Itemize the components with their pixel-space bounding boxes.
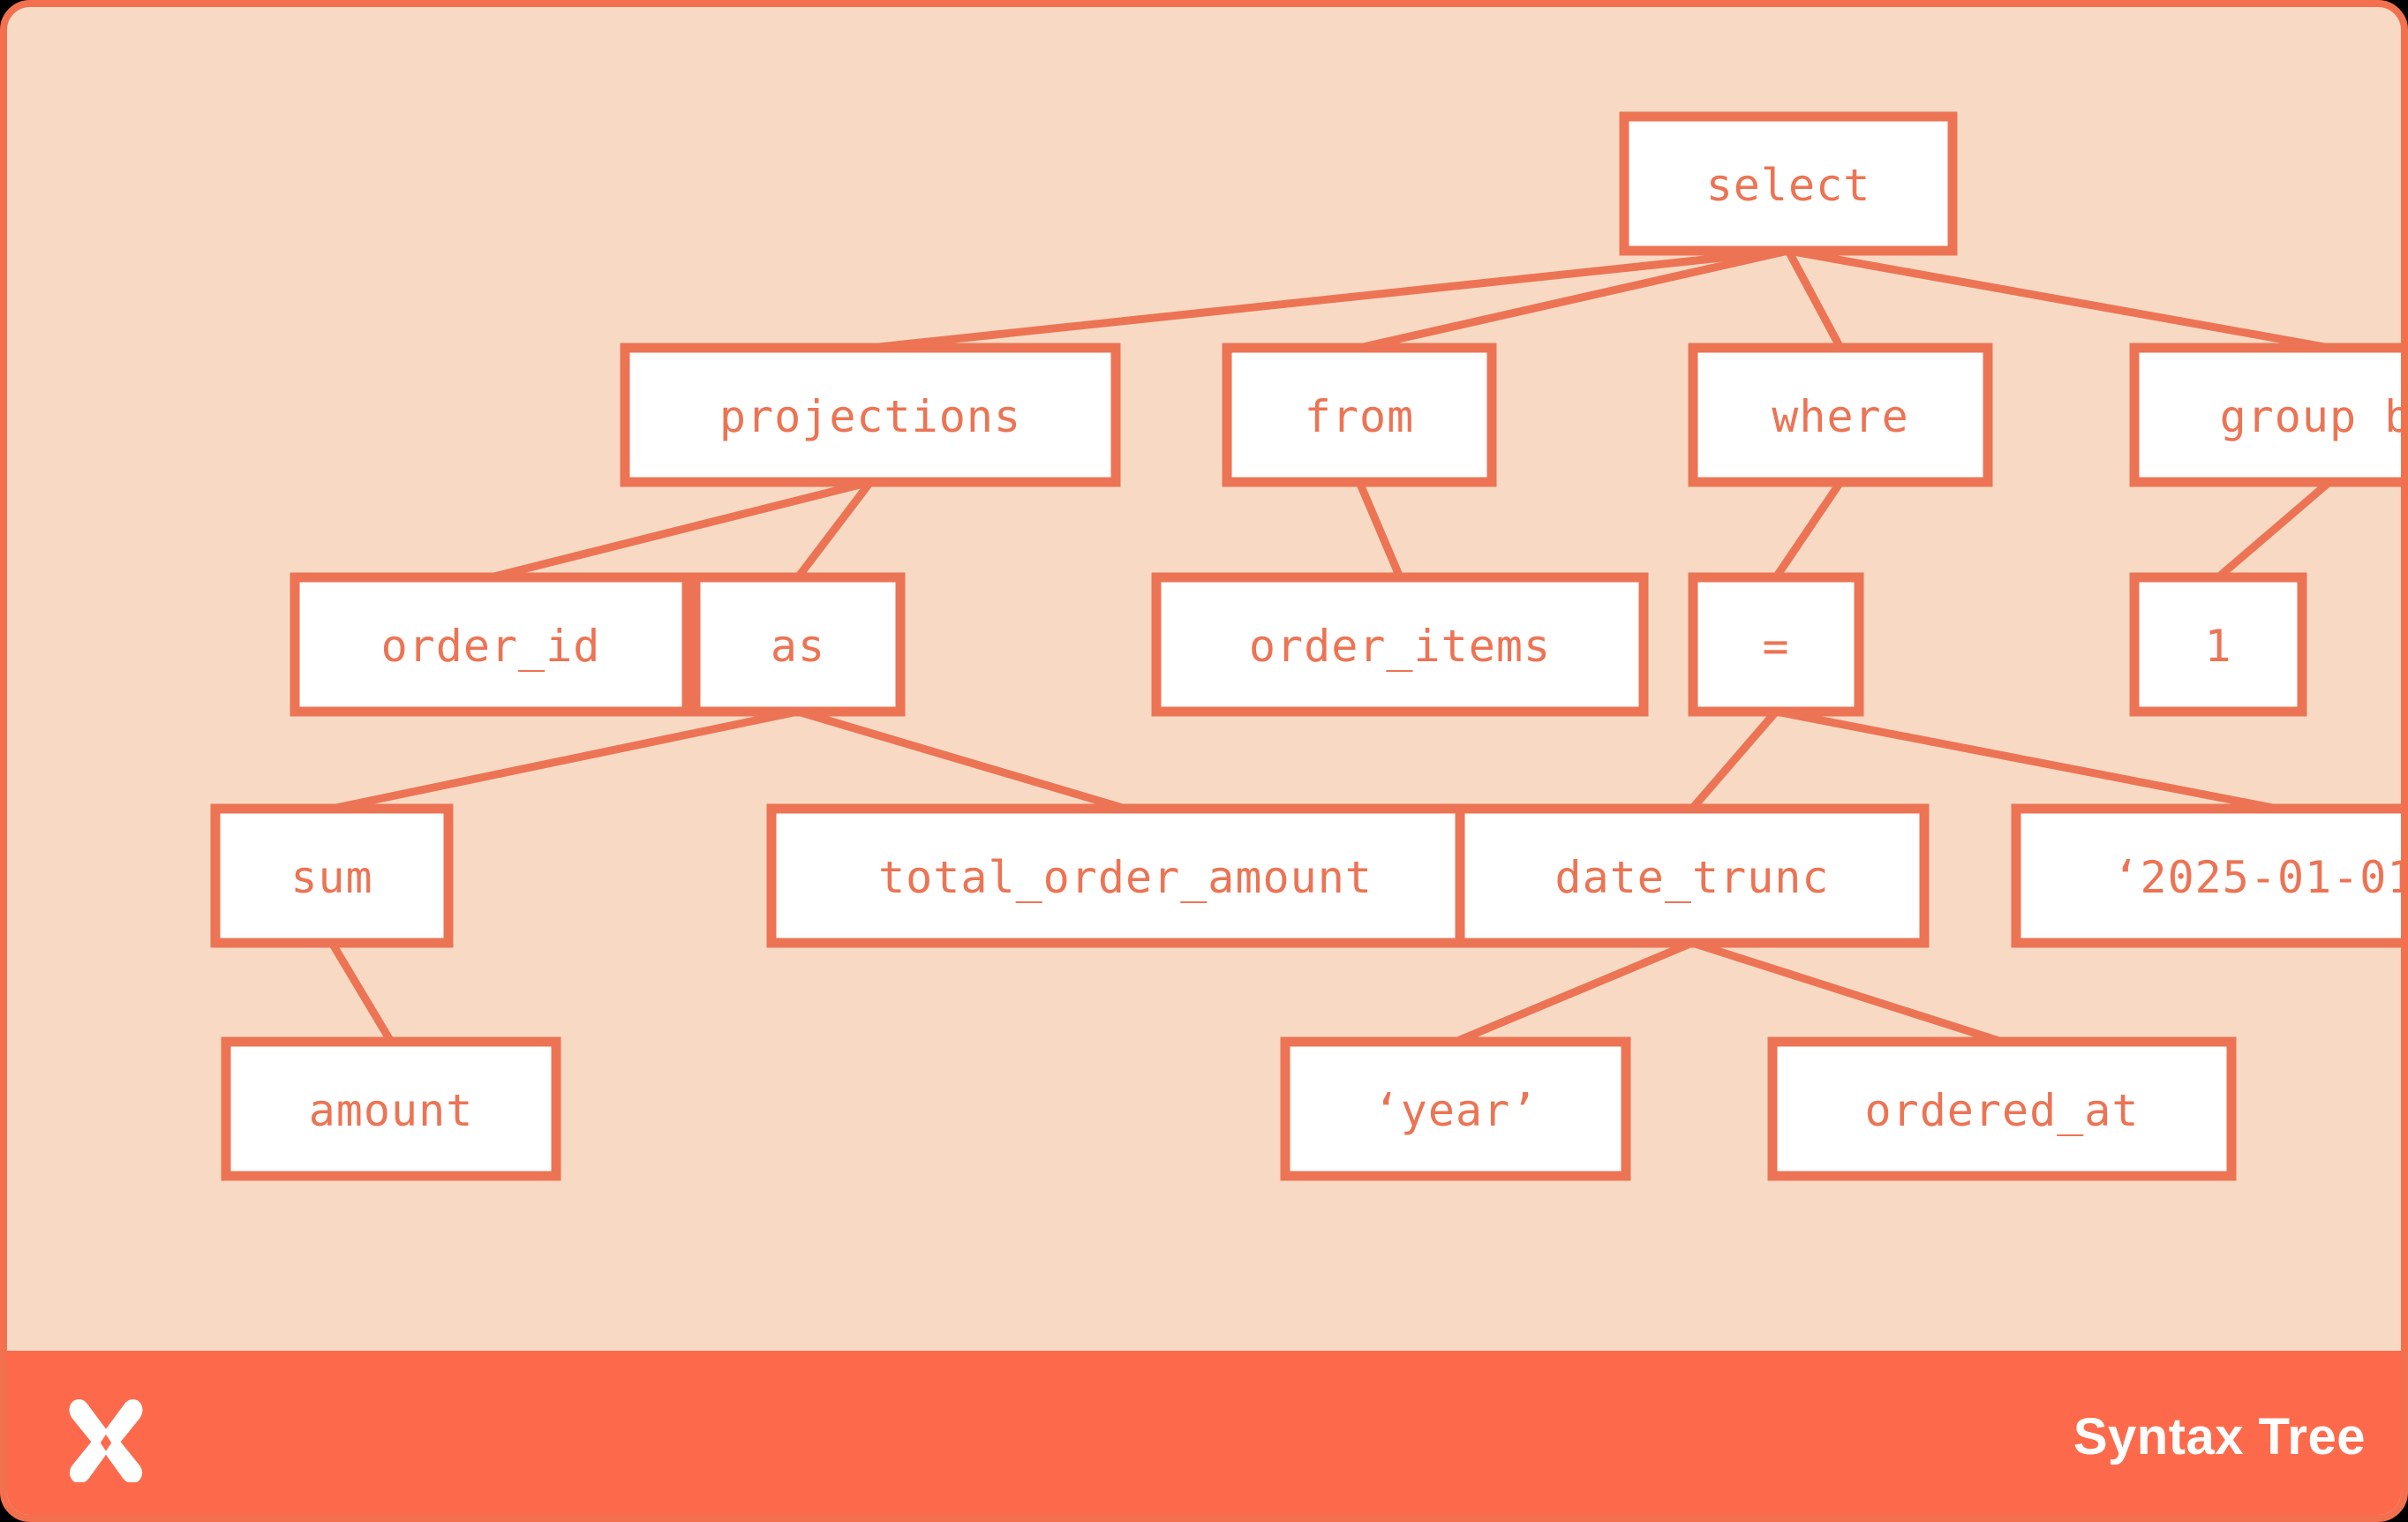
edges-layer — [328, 246, 2332, 1046]
tree-node-from[interactable]: from — [1222, 343, 1497, 487]
tree-node-box — [620, 343, 1121, 487]
tree-edge-date_trunc-to-ordered_at — [1690, 938, 2004, 1046]
tree-node-ordered_at[interactable]: ordered_at — [1767, 1036, 2237, 1181]
tree-node-box — [2129, 572, 2307, 717]
tree-edge-eq-to-date_trunc — [1689, 709, 1780, 811]
tree-node-label: ‘year’ — [1373, 1085, 1539, 1136]
tree-node-amount[interactable]: amount — [221, 1036, 561, 1181]
tree-edge-sum-to-amount — [328, 940, 395, 1044]
tree-node-label: 1 — [2204, 621, 2231, 672]
tree-node-total_order_amount[interactable]: total_order_amount — [766, 803, 1485, 948]
tree-node-label: = — [1762, 621, 1789, 672]
tree-node-box — [221, 1036, 561, 1181]
tree-node-box — [1688, 343, 1993, 487]
tree-node-label: ‘2025-01-01’ — [2112, 852, 2408, 903]
butterfly-x-logo-icon — [69, 1398, 143, 1482]
tree-node-order_id[interactable]: order_id — [290, 572, 692, 717]
tree-node-label: ordered_at — [1864, 1085, 2139, 1136]
tree-node-year_literal[interactable]: ‘year’ — [1280, 1036, 1631, 1181]
tree-node-as[interactable]: as — [690, 572, 906, 717]
tree-node-label: sum — [290, 852, 372, 903]
tree-node-box — [2129, 343, 2401, 487]
tree-edge-projections-to-as — [794, 479, 874, 580]
tree-edge-group_by-to-one — [2216, 478, 2332, 581]
nodes-layer: select projections from where group by order_… — [210, 111, 2408, 1181]
syntax-tree-svg: select projections from where group by order_… — [210, 111, 2408, 1181]
tree-edge-as-to-sum — [331, 707, 799, 813]
tree-edge-projections-to-order_id — [489, 478, 872, 582]
tree-node-box — [210, 803, 454, 948]
tree-node-label: projections — [719, 391, 1021, 442]
footer-title: Syntax Tree — [2073, 1407, 2366, 1465]
tree-node-label: as — [771, 621, 825, 672]
tree-canvas: select projections from where group by order_… — [7, 7, 2408, 1351]
tree-node-label: order_items — [1249, 621, 1551, 672]
footer-bar: Syntax Tree — [7, 1351, 2401, 1515]
tree-edge-select-to-projections — [869, 246, 1789, 352]
tree-node-box — [766, 803, 1485, 948]
tree-node-box — [690, 572, 906, 717]
tree-node-projections[interactable]: projections — [620, 343, 1121, 487]
tree-node-label: order_id — [381, 621, 601, 672]
tree-node-label: total_order_amount — [878, 852, 1373, 903]
tree-node-date_trunc[interactable]: date_trunc — [1455, 803, 1930, 948]
tree-node-box — [1767, 1036, 2237, 1181]
tree-node-box — [1688, 572, 1864, 717]
tree-node-date_literal[interactable]: ‘2025-01-01’ — [2011, 803, 2408, 948]
tree-node-eq[interactable]: = — [1688, 572, 1864, 717]
tree-node-box — [1151, 572, 1649, 717]
tree-node-one[interactable]: 1 — [2129, 572, 2307, 717]
tree-edge-select-to-where — [1785, 248, 1844, 350]
tree-edge-select-to-group_by — [1787, 246, 2330, 352]
tree-node-label: amount — [309, 1085, 474, 1136]
tree-node-box — [290, 572, 692, 717]
tree-node-box — [1222, 343, 1497, 487]
tree-node-select[interactable]: select — [1619, 111, 1958, 256]
tree-node-label: where — [1772, 391, 1909, 442]
tree-node-label: group by — [2220, 391, 2408, 442]
tree-node-label: select — [1706, 160, 1871, 211]
tree-edge-eq-to-date_literal — [1775, 707, 2278, 813]
tree-node-box — [1455, 803, 1930, 948]
tree-edge-select-to-from — [1358, 246, 1789, 352]
tree-node-group_by[interactable]: group by — [2129, 343, 2408, 487]
tree-edge-where-to-eq — [1772, 479, 1844, 580]
tree-node-where[interactable]: where — [1688, 343, 1993, 487]
tree-edge-as-to-total_order_amount — [796, 707, 1127, 813]
tree-edge-date_trunc-to-year_literal — [1454, 938, 1694, 1046]
tree-node-box — [2011, 803, 2401, 948]
tree-node-label: date_trunc — [1554, 852, 1829, 903]
tree-node-order_items[interactable]: order_items — [1151, 572, 1649, 717]
tree-node-box — [1619, 111, 1958, 256]
tree-node-box — [1280, 1036, 1631, 1181]
tree-node-label: from — [1305, 391, 1414, 442]
tree-edge-from-to-order_items — [1355, 480, 1404, 579]
tree-node-sum[interactable]: sum — [210, 803, 454, 948]
